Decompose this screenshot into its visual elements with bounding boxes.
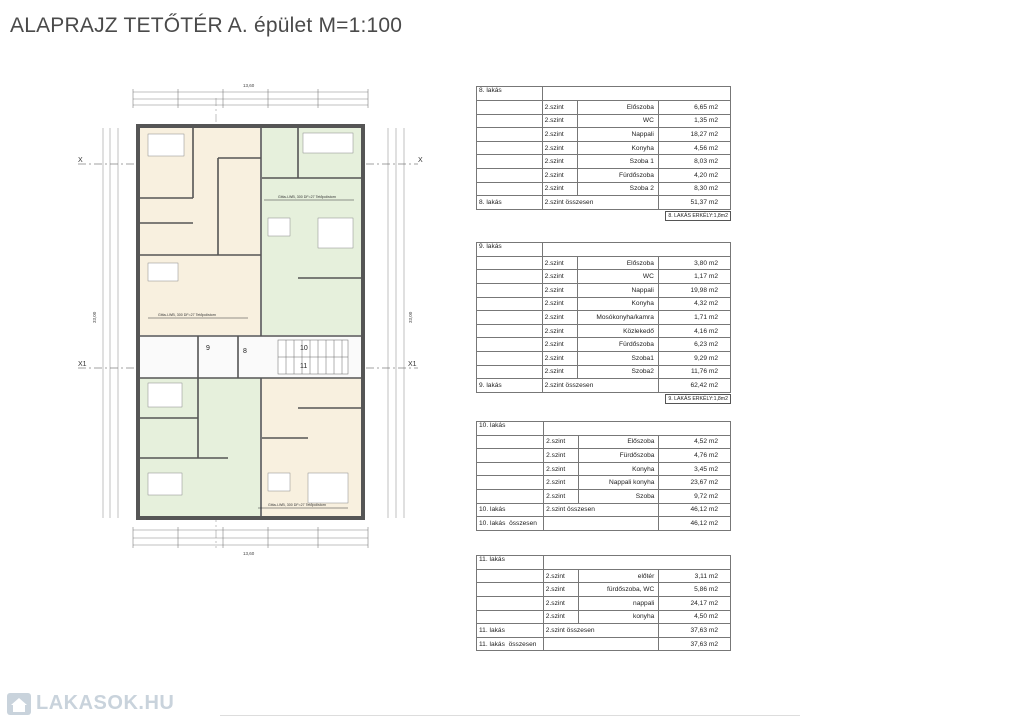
balcony-9: 9. LAKÁS ERKÉLY:1,8m2 <box>665 393 731 404</box>
divider <box>220 715 800 716</box>
apartment-name: 11. lakás <box>476 554 544 570</box>
dim-left: 33,00 <box>92 311 97 323</box>
plan-apt-8: 8 <box>243 348 247 355</box>
balcony-8: 8. LAKÁS ERKÉLY:1,8m2 <box>665 210 731 221</box>
plan-note-2: Gitta-I-WB, 300 DF=27 Tetőpolistorn <box>158 313 216 317</box>
dim-bottom: 13,60 <box>243 551 255 556</box>
house-icon <box>7 693 31 715</box>
logo-text[interactable]: LAKASOK.HU <box>36 692 175 714</box>
dim-top: 13,60 <box>243 83 255 88</box>
apartment-name: 9. lakás <box>476 241 543 257</box>
axis-x-right: X <box>418 157 423 164</box>
apartment-name: 8. lakás <box>476 86 543 101</box>
apartment-name: 10. lakás <box>475 420 545 436</box>
plan-note-1: Gitta-I-WB, 300 DF=27 Tetőpolistorn <box>278 195 336 199</box>
page-title: ALAPRAJZ TETŐTÉR A. épület M=1:100 <box>10 14 403 37</box>
plan-apt-9: 9 <box>206 345 210 352</box>
floor-plan: Gitta-I-WB, 300 DF=27 Tetőpolistorn Gitt… <box>78 83 423 556</box>
plan-note-3: Gitta-I-WB, 300 DF=27 Tetőpolistorn <box>268 503 326 507</box>
plan-apt-11: 11 <box>300 363 307 370</box>
dim-right: 33,00 <box>408 311 413 323</box>
plan-apt-10: 10 <box>300 345 308 352</box>
axis-x1-right: X1 <box>408 361 417 368</box>
axis-x-left: X <box>78 157 83 164</box>
axis-x1-left: X1 <box>78 361 87 368</box>
